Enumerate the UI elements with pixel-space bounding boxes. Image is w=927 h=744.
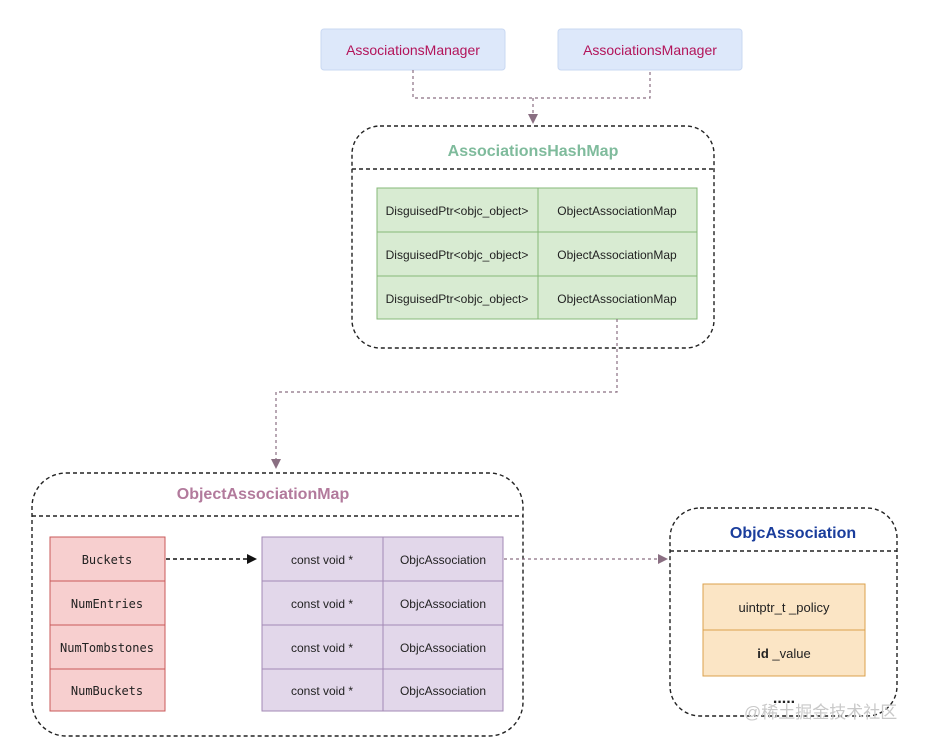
hashmap-title: AssociationsHashMap <box>448 143 619 160</box>
hashmap-value: ObjectAssociationMap <box>557 248 677 262</box>
objectmap-title: ObjectAssociationMap <box>177 486 350 503</box>
association-title: ObjcAssociation <box>730 525 856 542</box>
objectmap-table: const void * ObjcAssociation const void … <box>261 536 504 712</box>
manager-box-2: AssociationsManager <box>557 28 743 71</box>
objectmap-container: ObjectAssociationMap <box>31 472 524 737</box>
watermark: @稀土掘金技术社区 <box>744 703 897 722</box>
field-num-entries: NumEntries <box>49 580 166 626</box>
field-label: NumBuckets <box>71 684 143 698</box>
objectmap-key: const void * <box>291 641 353 655</box>
hashmap-value: ObjectAssociationMap <box>557 204 677 218</box>
hashmap-row: DisguisedPtr<objc_object> ObjectAssociat… <box>376 187 698 233</box>
objectmap-key: const void * <box>291 597 353 611</box>
hashmap-to-objectmap-arrow <box>271 319 618 469</box>
objectmap-row: const void * ObjcAssociation <box>261 580 504 626</box>
objectmap-key: const void * <box>291 553 353 567</box>
hashmap-row: DisguisedPtr<objc_object> ObjectAssociat… <box>376 231 698 277</box>
ellipsis: ..... <box>773 690 795 707</box>
manager-join-connector <box>412 70 651 99</box>
objectmap-value: ObjcAssociation <box>400 553 486 567</box>
association-policy-field: uintptr_t _policy <box>702 583 866 631</box>
field-num-buckets: NumBuckets <box>49 668 166 712</box>
objectmap-row: const void * ObjcAssociation <box>261 624 504 670</box>
field-buckets: Buckets <box>49 536 166 582</box>
objectmap-row: const void * ObjcAssociation <box>261 536 504 582</box>
hashmap-key: DisguisedPtr<objc_object> <box>386 292 529 306</box>
association-value-field: id _value <box>702 629 866 677</box>
field-label: NumTombstones <box>60 641 154 655</box>
hashmap-container: AssociationsHashMap <box>351 125 715 349</box>
association-fields: uintptr_t _policy id _value ..... <box>702 583 866 707</box>
hashmap-value: ObjectAssociationMap <box>557 292 677 306</box>
objectmap-fields: Buckets NumEntries NumTombstones NumBuck… <box>49 536 166 712</box>
field-num-tombstones: NumTombstones <box>49 624 166 670</box>
policy-label: uintptr_t _policy <box>738 600 830 615</box>
value-name: _value <box>769 646 811 661</box>
objectmap-value: ObjcAssociation <box>400 597 486 611</box>
objectmap-key: const void * <box>291 684 353 698</box>
hashmap-key: DisguisedPtr<objc_object> <box>386 204 529 218</box>
manager-box-1: AssociationsManager <box>320 28 506 71</box>
value-type: id <box>757 646 769 661</box>
hashmap-row: DisguisedPtr<objc_object> ObjectAssociat… <box>376 275 698 320</box>
manager-label-2: AssociationsManager <box>583 42 717 58</box>
value-label: id _value <box>757 646 810 661</box>
field-label: NumEntries <box>71 597 143 611</box>
field-label: Buckets <box>82 553 133 567</box>
objectmap-value: ObjcAssociation <box>400 641 486 655</box>
association-container: ObjcAssociation <box>669 507 898 717</box>
objectmap-value: ObjcAssociation <box>400 684 486 698</box>
hashmap-table: DisguisedPtr<objc_object> ObjectAssociat… <box>376 187 698 320</box>
hashmap-key: DisguisedPtr<objc_object> <box>386 248 529 262</box>
objectmap-row: const void * ObjcAssociation <box>261 668 504 712</box>
manager-label-1: AssociationsManager <box>346 42 480 58</box>
